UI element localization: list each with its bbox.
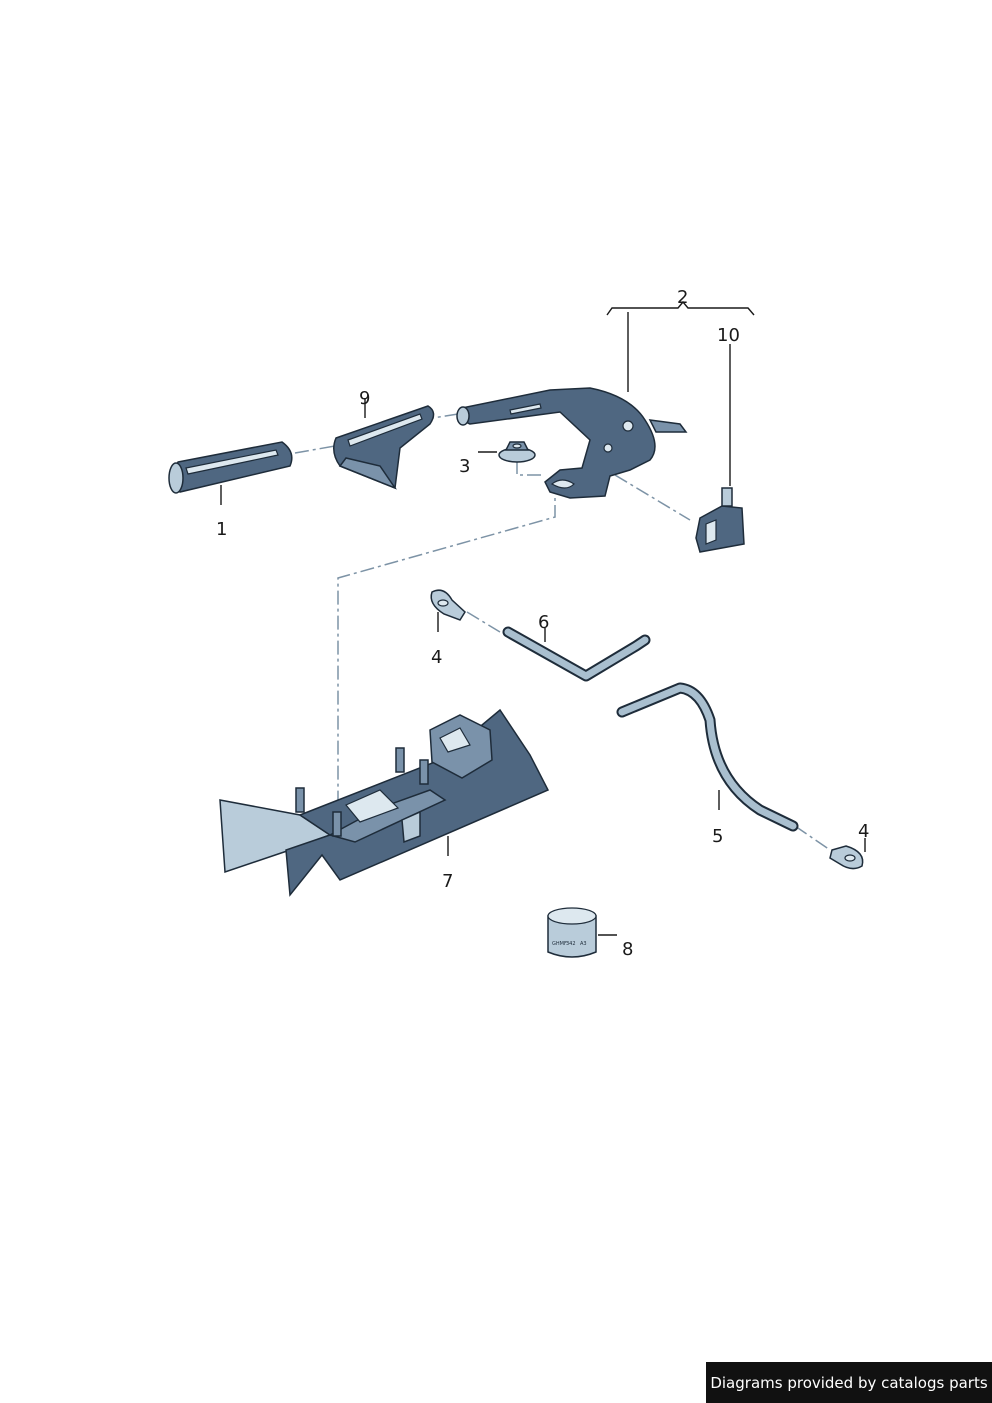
callout-4-lower: 4: [858, 821, 869, 842]
part-1-handle-grip: [168, 441, 293, 494]
part-8-label-roll: GHMF 342 A3: [547, 907, 597, 958]
callout-4-upper: 4: [431, 647, 442, 668]
callout-10: 10: [717, 325, 740, 346]
part-6-rod: [502, 626, 651, 682]
callout-7: 7: [442, 871, 453, 892]
part-4-cable-eye-lower: [829, 845, 864, 870]
part-7-tunnel-bracket: [219, 708, 550, 897]
callout-5: 5: [712, 826, 723, 847]
part-3-nut: [498, 441, 536, 463]
credit-banner: Diagrams provided by catalogs parts: [706, 1362, 992, 1403]
part-4-cable-eye-upper: [430, 589, 466, 621]
part-9-gaiter: [333, 405, 435, 490]
callout-9: 9: [359, 388, 370, 409]
part-2-handbrake-lever: [456, 387, 688, 499]
callout-8: 8: [622, 939, 633, 960]
part-10-switch: [695, 487, 745, 553]
part-5-cable: [616, 682, 799, 832]
callouts: 1 2 3 4 4 5 6 7 8 9 10: [216, 287, 869, 960]
label8-line1: GHMF: [552, 941, 567, 947]
leader-lines: [220, 300, 866, 936]
label8-line2: 342: [566, 941, 576, 947]
callout-2: 2: [677, 287, 688, 308]
callout-6: 6: [538, 612, 549, 633]
label8-line3: A3: [580, 941, 587, 947]
callout-3: 3: [459, 456, 470, 477]
callout-1: 1: [216, 519, 227, 540]
